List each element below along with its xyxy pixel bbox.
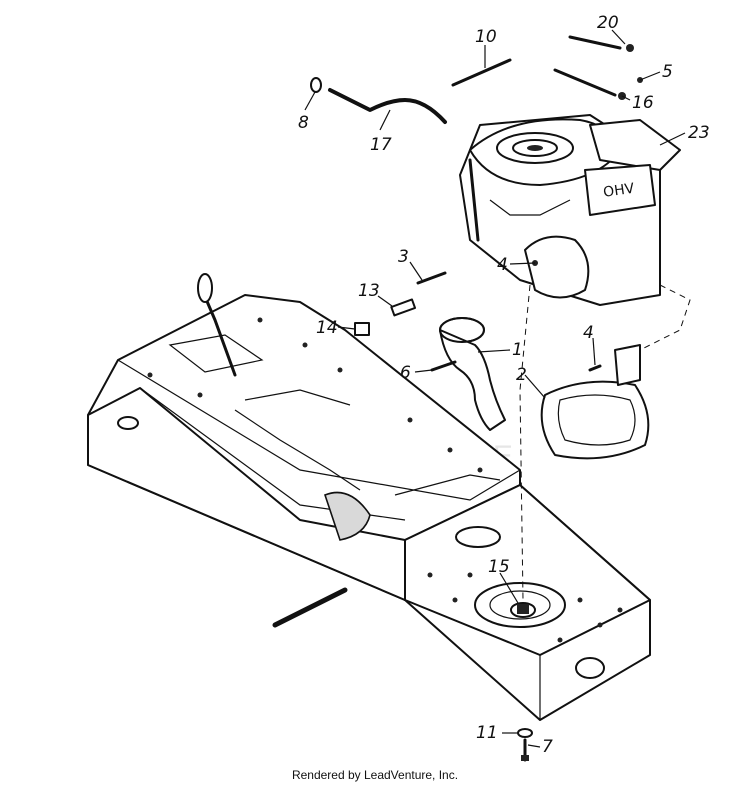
leader-lines: [304, 29, 686, 748]
callout-23: 23: [688, 123, 710, 143]
callout-7: 7: [542, 737, 553, 757]
footer-credit: Rendered by LeadVenture, Inc.: [291, 768, 459, 782]
engine-brand-label: OHV: [602, 181, 635, 201]
callout-15: 15: [488, 557, 510, 577]
callout-6: 6: [400, 363, 411, 383]
part-spacer-13: [390, 298, 417, 317]
callout-14: 14: [316, 318, 338, 338]
part-clip: [310, 77, 322, 93]
engine: OHV: [459, 114, 681, 306]
callout-4a: 4: [497, 255, 508, 275]
alignment-line-right: [639, 284, 691, 351]
callout-11: 11: [476, 723, 498, 743]
callout-4b: 4: [583, 323, 594, 343]
alignment-line: [519, 284, 531, 601]
callout-17: 17: [370, 135, 392, 155]
part-bolt-4b: [588, 364, 602, 372]
callout-2: 2: [516, 365, 527, 385]
part-bolt-6: [430, 360, 457, 372]
callout-16: 16: [632, 93, 654, 113]
part-nut-14: [354, 322, 370, 336]
callout-13: 13: [358, 281, 380, 301]
callout-8: 8: [298, 113, 309, 133]
part-pulley-1: [439, 317, 506, 431]
callout-5: 5: [662, 62, 673, 82]
callout-10: 10: [475, 27, 497, 47]
callout-3: 3: [398, 247, 409, 267]
part-rod-10: [451, 58, 512, 87]
part-washer-11: [517, 728, 533, 738]
part-throttle-rod: [328, 88, 447, 124]
part-bolt-3: [416, 271, 447, 285]
callout-1: 1: [512, 340, 523, 360]
callout-20: 20: [597, 13, 619, 33]
tractor-frame: [87, 273, 651, 721]
part-cable-16: [553, 68, 617, 97]
part-cable-20: [568, 35, 622, 50]
part-belt-guard-2: [540, 344, 650, 460]
